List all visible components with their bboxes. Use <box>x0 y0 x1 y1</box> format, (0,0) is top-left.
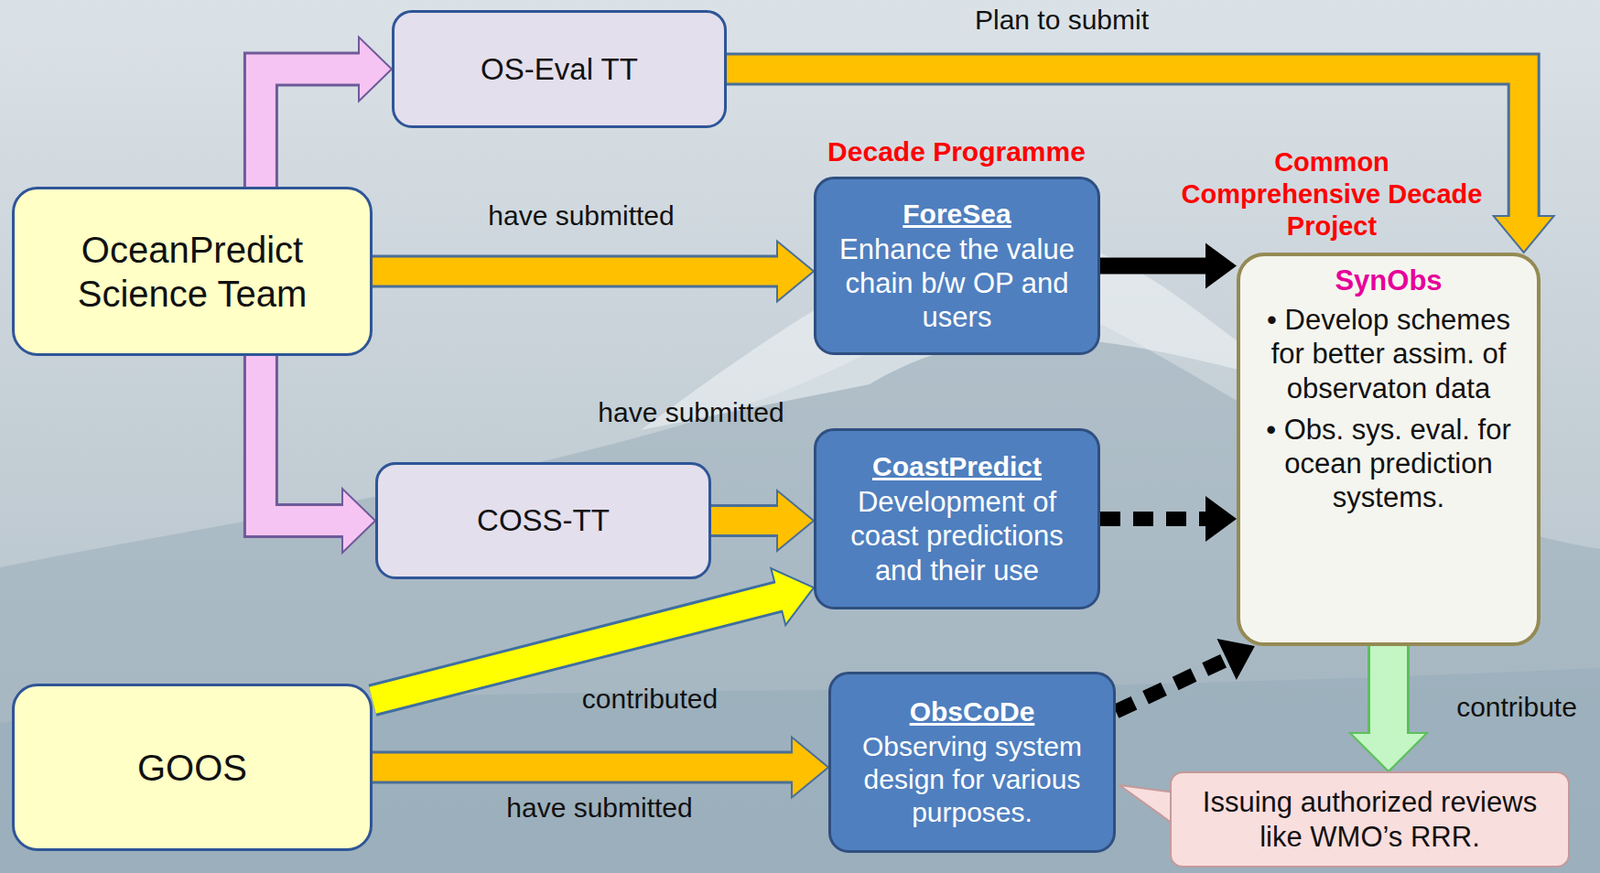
box-text: COSS-TT <box>476 502 610 540</box>
edge-label: Plan to submit <box>915 3 1209 37</box>
box-text: Issuing authorized reviews like WMO’s RR… <box>1182 785 1557 854</box>
connector-arrow <box>372 568 814 701</box>
arrow-head <box>1350 733 1428 772</box>
connector-arrow <box>372 737 829 799</box>
arrow-head <box>1205 243 1237 290</box>
connector-arrow <box>1115 638 1255 713</box>
box-heading: ForeSea <box>902 197 1011 231</box>
column-heading: Decade Programme <box>805 135 1108 169</box>
connector-arrow <box>1100 496 1237 542</box>
edge-label: have submitted <box>457 199 705 233</box>
arrow-shaft <box>260 356 346 521</box>
box-text: Observing system design for various purp… <box>842 730 1103 830</box>
project-heading: Common Comprehensive Decade Project <box>1171 146 1492 242</box>
arrow-shaft <box>372 595 781 701</box>
arrow-shaft <box>1370 646 1407 736</box>
arrow-shaft <box>260 69 362 188</box>
task-team-box: OS-Eval TT <box>391 10 727 129</box>
box-text: Enhance the value chain b/w OP and users <box>827 232 1087 336</box>
connector-arrow <box>372 241 814 303</box>
edge-label: have submitted <box>475 791 724 825</box>
science-team-box: OceanPredict Science Team <box>11 186 373 357</box>
arrow-head <box>358 37 392 102</box>
callout-box: Issuing authorized reviews like WMO’s RR… <box>1169 771 1570 868</box>
arrow-head <box>777 490 814 552</box>
programme-box: ObsCoDeObserving system design for vario… <box>828 671 1116 854</box>
task-team-box: COSS-TT <box>375 462 712 580</box>
box-text: GOOS <box>137 745 248 790</box>
callout-tail <box>1119 785 1176 826</box>
arrow-shaft <box>711 507 780 535</box>
connector-arrow <box>1350 646 1428 772</box>
arrow-shaft <box>1100 258 1206 275</box>
box-heading: CoastPredict <box>872 450 1042 484</box>
connector-arrow <box>260 356 376 553</box>
box-text: Development of coast predictions and the… <box>827 485 1087 588</box>
edge-label: contribute <box>1438 691 1595 725</box>
arrow-shaft <box>372 754 795 782</box>
box-heading: SynObs <box>1334 263 1442 298</box>
project-box: SynObs • Develop schemes for better assim… <box>1236 252 1541 647</box>
box-text: • Obs. sys. eval. for ocean prediction s… <box>1251 412 1526 516</box>
programme-box: CoastPredictDevelopment of coast predict… <box>813 428 1101 610</box>
box-text: OS-Eval TT <box>480 51 638 88</box>
edge-label: have submitted <box>567 396 815 430</box>
arrow-head <box>1493 216 1555 253</box>
arrow-head <box>1205 496 1237 542</box>
arrow-head <box>342 488 376 553</box>
box-text: OceanPredict Science Team <box>25 227 359 316</box>
connector-arrow <box>711 490 814 552</box>
sea-surface <box>0 668 1600 873</box>
arrow-shaft <box>1115 659 1227 713</box>
connector-arrow <box>260 37 392 188</box>
arrow-head <box>791 737 829 799</box>
arrow-outline <box>260 69 359 188</box>
arrow-shaft <box>372 258 780 286</box>
edge-label: contributed <box>549 682 751 716</box>
programme-box: ForeSeaEnhance the value chain b/w OP an… <box>813 176 1101 356</box>
box-text: • Develop schemes for better assim. of o… <box>1251 302 1526 406</box>
box-heading: ObsCoDe <box>909 695 1036 729</box>
arrow-shaft <box>1100 511 1206 527</box>
goos-box: GOOS <box>11 683 373 852</box>
connector-arrow <box>1100 243 1237 290</box>
arrow-head <box>777 241 814 303</box>
